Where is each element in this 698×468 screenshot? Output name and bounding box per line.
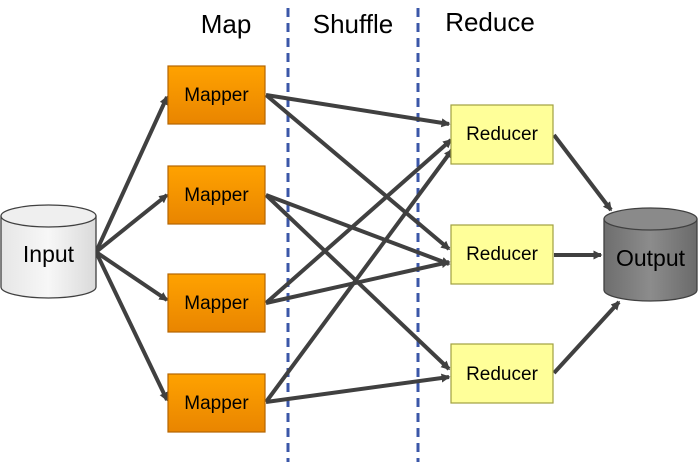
reducer-label-2: Reducer [466, 244, 538, 265]
reducer-box-3 [450, 343, 554, 404]
mapper-label-4: Mapper [184, 393, 249, 414]
mapper-box-3 [167, 273, 266, 333]
input-cylinder-body [0, 216, 97, 299]
input-label: Input [23, 241, 75, 267]
reducer-box: Reducer [450, 224, 554, 285]
reducer-label-1: Reducer [466, 124, 538, 145]
arrow-mapper4-reducer3 [265, 373, 451, 404]
input-to-mapper-arrows [94, 95, 169, 402]
reducer-to-output-arrows [552, 133, 621, 375]
input-cylinder-top [0, 204, 97, 228]
arrow-mapper3-reducer2 [265, 259, 451, 305]
mapper-box: Mapper [167, 165, 266, 225]
arrow-input-mapper-3 [94, 250, 169, 302]
output-datastore: Output [603, 207, 698, 302]
phase-label-reduce: Reduce [445, 7, 535, 37]
mapper-box: Mapper [167, 65, 266, 125]
shuffle-arrows [264, 93, 454, 404]
output-cylinder-top [603, 207, 698, 231]
mapper-box: Mapper [167, 273, 266, 333]
reducer-box: Reducer [450, 104, 554, 165]
phase-label-shuffle: Shuffle [313, 9, 393, 39]
arrow-mapper1-reducer2 [264, 93, 451, 251]
reducer-box: Reducer [450, 343, 554, 404]
arrow-reducer3-output [552, 300, 621, 375]
arrow-mapper2-reducer2 [265, 193, 451, 266]
mapper-box: Mapper [167, 373, 266, 433]
arrow-input-mapper-1 [94, 95, 169, 253]
mapper-box-2 [167, 165, 266, 225]
output-label: Output [616, 245, 686, 271]
arrow-reducer1-output [552, 133, 613, 212]
mapper-label-1: Mapper [184, 85, 249, 106]
mapper-label-3: Mapper [184, 293, 249, 314]
arrow-input-mapper-4 [94, 251, 169, 402]
reducer-box-1 [450, 104, 554, 165]
arrow-mapper1-reducer1 [265, 93, 451, 128]
output-cylinder-body [603, 219, 698, 302]
input-datastore: Input [0, 204, 97, 299]
mapper-label-2: Mapper [184, 185, 249, 206]
phase-label-map: Map [201, 9, 252, 39]
arrow-mapper3-reducer1 [264, 138, 453, 305]
arrow-input-mapper-2 [94, 193, 169, 254]
arrow-mapper4-reducer1 [264, 148, 454, 404]
reducer-label-3: Reducer [466, 364, 538, 385]
mapper-box-4 [167, 373, 266, 433]
reducer-box-2 [450, 224, 554, 285]
mapper-box-1 [167, 65, 266, 125]
